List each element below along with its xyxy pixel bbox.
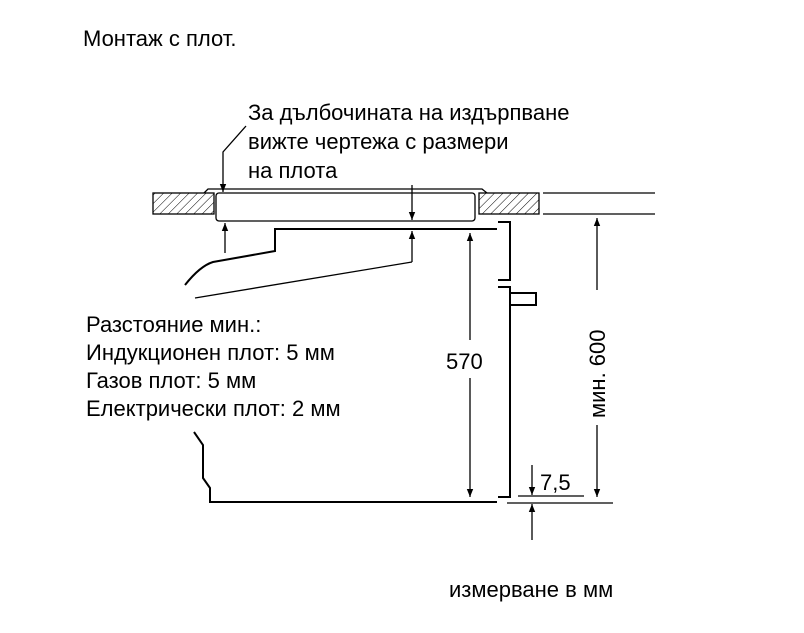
note-line-1: Разстояние мин.: (86, 312, 261, 337)
hob (203, 188, 488, 222)
oven (184, 221, 537, 503)
dimension-7-5: 7,5 (507, 465, 613, 540)
callout-leader (219, 125, 247, 192)
callout-line-2: вижте чертежа с размери (248, 129, 509, 154)
dimension-600: мин. 600 (585, 218, 610, 497)
dim-570-label: 570 (446, 349, 483, 374)
callout-line-1: За дълбочината на издърпване (248, 100, 569, 125)
distance-note: Разстояние мин.: Индукционен плот: 5 мм … (86, 312, 341, 421)
dimension-570: 570 (446, 233, 483, 497)
oven-knob (509, 292, 537, 306)
dim-7-5-label: 7,5 (540, 470, 571, 495)
diagram-title: Монтаж с плот. (83, 26, 236, 51)
note-line-4: Електрически плот: 2 мм (86, 396, 341, 421)
depth-callout: За дълбочината на издърпване вижте черте… (248, 100, 569, 183)
dim-600-label: мин. 600 (585, 330, 610, 419)
callout-line-3: на плота (248, 158, 338, 183)
gap-leader (194, 261, 413, 299)
units-note: измерване в мм (449, 577, 613, 602)
countertop (152, 192, 655, 215)
note-line-2: Индукционен плот: 5 мм (86, 340, 335, 365)
note-line-3: Газов плот: 5 мм (86, 368, 256, 393)
